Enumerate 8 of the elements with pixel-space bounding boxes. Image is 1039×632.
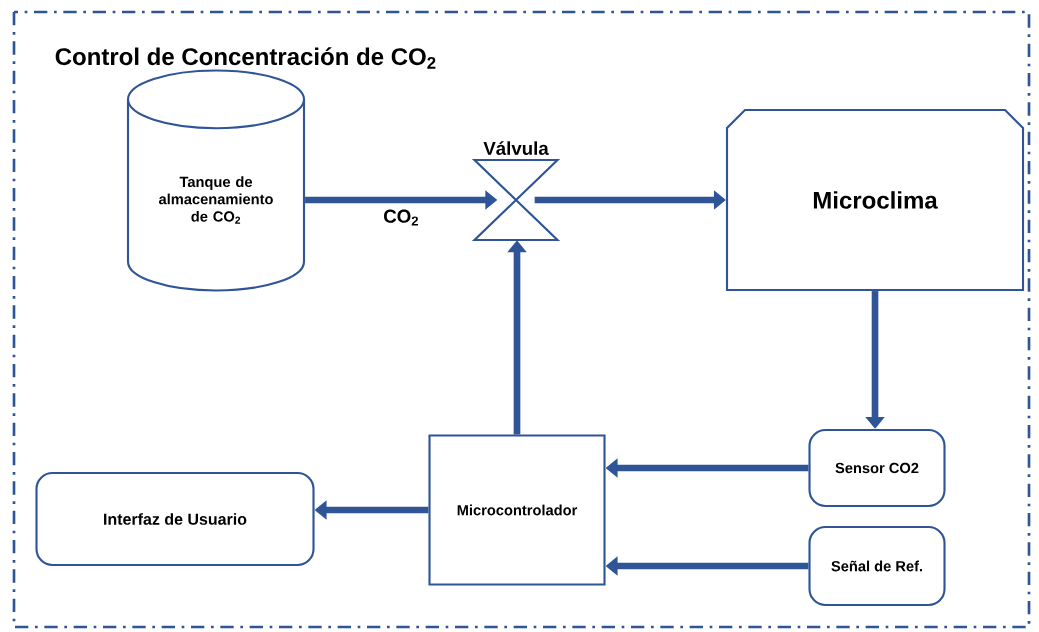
process-box: Señal de Ref. [808,525,946,607]
process-box: Microclima [725,108,1025,292]
storage-tank-cylinder: Tanque de almacenamiento de CO$_{2}$ [126,69,306,292]
process-box: Sensor CO2 [808,428,946,508]
diagram-title: Control de Concentración de CO$_{2}$ [55,47,436,69]
process-box: Interfaz de Usuario [35,471,315,567]
process-box: Microcontrolador [428,434,606,586]
edge-label: CO$_{2}$ [381,208,421,227]
